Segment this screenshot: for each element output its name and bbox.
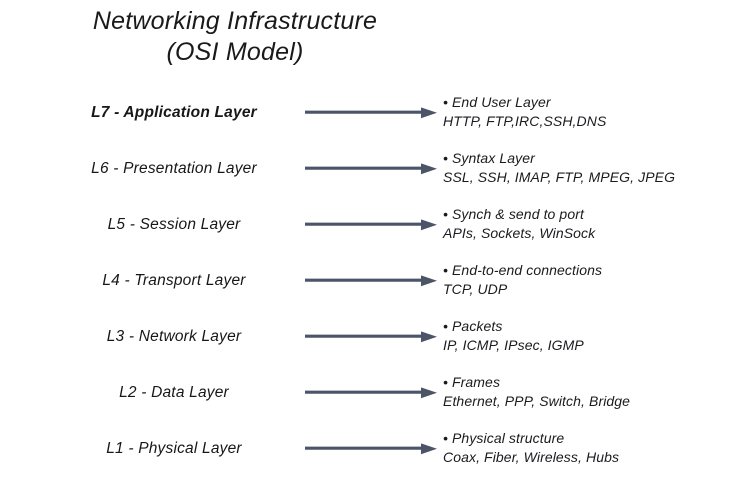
layer-arrow-icon xyxy=(305,275,437,287)
layer-label: L1 - Physical Layer xyxy=(106,440,242,457)
layer-summary: • Synch & send to port xyxy=(443,206,584,222)
diagram-title: Networking Infrastructure (OSI Model) xyxy=(0,6,470,68)
layer-row: L5 - Session Layer • Synch & send to port… xyxy=(0,202,756,248)
layer-label: L5 - Session Layer xyxy=(107,216,241,233)
layer-arrow-icon xyxy=(305,163,437,175)
layer-label: L2 - Data Layer xyxy=(119,384,229,401)
layer-arrow-icon xyxy=(305,387,437,399)
layer-box[interactable]: L2 - Data Layer xyxy=(43,370,305,416)
layer-summary: • End-to-end connections xyxy=(443,262,603,278)
layer-label: L6 - Presentation Layer xyxy=(91,160,257,177)
layer-protocols: APIs, Sockets, WinSock xyxy=(443,225,596,241)
layer-arrow-icon xyxy=(305,443,437,455)
layer-label: L3 - Network Layer xyxy=(106,328,242,345)
layer-box[interactable]: L5 - Session Layer xyxy=(43,202,305,248)
layer-protocols: IP, ICMP, IPsec, IGMP xyxy=(443,337,584,353)
layer-label: L4 - Transport Layer xyxy=(102,272,246,289)
layer-protocols: SSL, SSH, IMAP, FTP, MPEG, JPEG xyxy=(443,169,676,185)
layer-arrow-icon xyxy=(305,219,437,231)
layer-protocols: HTTP, FTP,IRC,SSH,DNS xyxy=(443,113,607,129)
layer-box[interactable]: L4 - Transport Layer xyxy=(43,258,305,304)
layer-summary: • Frames xyxy=(443,374,501,390)
title-line-2: (OSI Model) xyxy=(166,38,304,66)
title-line-1: Networking Infrastructure xyxy=(92,7,378,35)
layer-summary: • Syntax Layer xyxy=(443,150,535,166)
layer-protocols: TCP, UDP xyxy=(443,281,508,297)
layer-summary: • Packets xyxy=(443,318,503,334)
layer-label: L7 - Application Layer xyxy=(91,104,257,121)
layer-summary: • End User Layer xyxy=(443,94,551,110)
layer-box[interactable]: L1 - Physical Layer xyxy=(43,426,305,472)
layer-protocols: Ethernet, PPP, Switch, Bridge xyxy=(443,393,631,409)
layer-box[interactable]: L3 - Network Layer xyxy=(43,314,305,360)
layer-arrow-icon xyxy=(305,331,437,343)
layer-summary: • Physical structure xyxy=(443,430,565,446)
layer-box[interactable]: L6 - Presentation Layer xyxy=(43,146,305,192)
layer-row: L4 - Transport Layer • End-to-end connect… xyxy=(0,258,756,304)
layer-protocols: Coax, Fiber, Wireless, Hubs xyxy=(443,449,620,465)
layer-box[interactable]: L7 - Application Layer xyxy=(43,90,305,136)
layer-arrow-icon xyxy=(305,107,437,119)
